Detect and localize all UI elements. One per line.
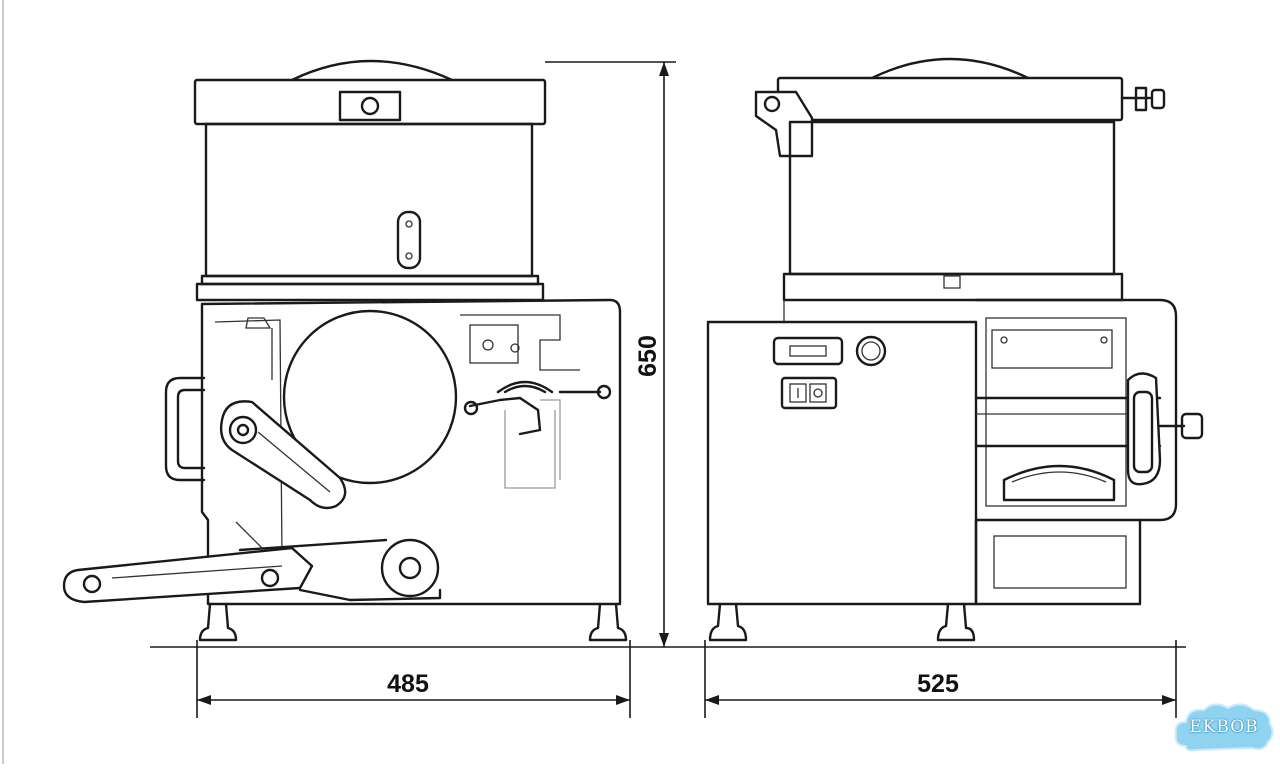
latch-lever (468, 396, 542, 436)
foot-lever-joint (260, 568, 280, 588)
side-collar (782, 272, 1124, 302)
side-view (706, 57, 1204, 642)
bowl (204, 122, 534, 278)
height-label: 650 (634, 335, 662, 377)
watermark-logo: EKBOB (1172, 700, 1276, 756)
front-foot-right (588, 602, 628, 642)
ghost-rod (540, 399, 561, 480)
belt (238, 538, 442, 602)
right-bracket-pin (482, 339, 494, 351)
hinge-bracket (754, 90, 814, 158)
pulley (380, 538, 440, 598)
latch-arc (496, 380, 554, 394)
bowl-base-band (195, 282, 545, 302)
side-arrow-right (1162, 695, 1176, 705)
switch-off-mark (813, 388, 823, 398)
front-view (62, 59, 628, 642)
control-knob (855, 335, 887, 367)
height-arrow-top (659, 62, 669, 76)
side-bowl (788, 120, 1116, 276)
switch-panel (780, 376, 838, 410)
switch-off (809, 383, 827, 403)
foot-lever (62, 546, 314, 604)
front-chamfer (235, 521, 263, 549)
lid-knob (1150, 88, 1166, 110)
side-width-label: 525 (917, 670, 959, 698)
side-shaft-knob (1180, 412, 1204, 440)
front-arrow-left (197, 695, 211, 705)
latch-arc-inner (503, 384, 547, 394)
screw-1 (1000, 336, 1008, 344)
lid-knob-collar (1134, 86, 1148, 112)
side-foot-left (708, 602, 748, 642)
lid-dome (290, 59, 454, 82)
display-panel (772, 336, 844, 366)
side-handle-inner (176, 388, 206, 470)
foot-lever-edge (111, 565, 283, 579)
dimension-lines (196, 61, 1177, 718)
side-lid (776, 76, 1124, 122)
hinge-pin (763, 95, 781, 113)
side-lower-box (974, 518, 1142, 606)
lid (193, 78, 547, 126)
ghost-plate (504, 410, 556, 489)
watermark-text: EKBOB (1189, 717, 1259, 737)
switch-on (789, 383, 807, 403)
collar-notch (943, 275, 961, 289)
right-bracket-pin-2 (510, 343, 520, 353)
pulley-hub (398, 556, 422, 580)
side-handle (164, 376, 206, 482)
front-arrow-right (616, 695, 630, 705)
clip-hole-top (405, 220, 413, 228)
side-wheel-inner (1132, 390, 1154, 474)
height-arrow-bottom (659, 633, 669, 647)
gear-disc (282, 309, 458, 485)
foot-lever-pivot (82, 574, 102, 594)
right-bracket (469, 324, 519, 364)
side-mechanism-top (991, 329, 1113, 369)
crank-slot (257, 431, 331, 493)
screw-2 (1100, 336, 1108, 344)
side-lower-panel (993, 535, 1127, 589)
side-body (706, 320, 978, 606)
side-mechanism-box (985, 317, 1127, 507)
latch-knob (360, 96, 380, 116)
cloud-icon (1174, 703, 1274, 752)
side-foot-right (936, 602, 976, 642)
lid-latch (338, 90, 402, 122)
crank-arm (219, 400, 347, 510)
front-width-label: 485 (387, 670, 429, 698)
front-foot-left (198, 602, 238, 642)
bowl-clip (396, 210, 422, 270)
side-lid-dome (870, 57, 1030, 80)
side-arrow-left (705, 695, 719, 705)
lever-pivot (463, 400, 479, 416)
side-arc-plate (1002, 464, 1116, 502)
crank-hub-inner (236, 423, 250, 437)
spindle-knob (596, 384, 612, 400)
control-knob-inner (861, 341, 881, 361)
crank-hub (228, 415, 258, 445)
display-window (789, 345, 827, 357)
linkage-top (460, 314, 580, 371)
side-mechanism-frame (974, 298, 1178, 522)
clip-hole-bottom (405, 252, 413, 260)
side-arc-inner (1011, 471, 1107, 483)
top-bracket (245, 317, 272, 329)
